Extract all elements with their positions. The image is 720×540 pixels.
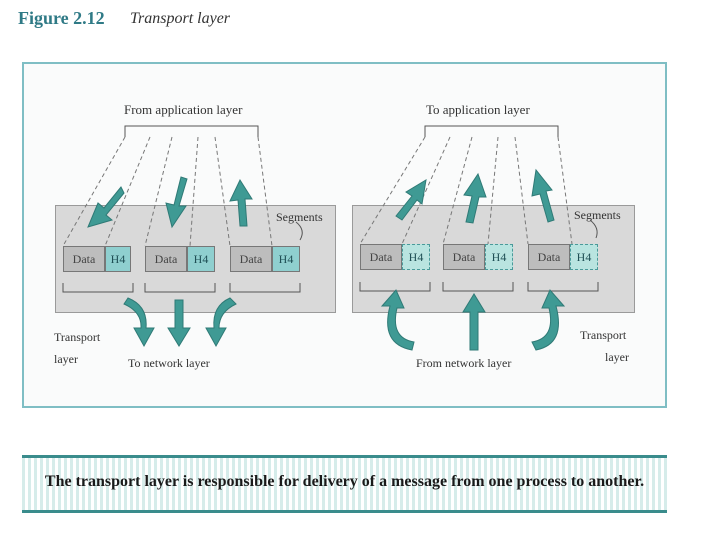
right-seg1-data: Data [360, 244, 402, 270]
left-seg3-bracket [229, 283, 301, 293]
right-segments-leader [589, 219, 598, 239]
right-net-arrow-1 [380, 289, 415, 351]
left-bottom-label: To network layer [128, 356, 210, 370]
right-guide-3 [442, 136, 473, 245]
right-seg3-header: H4 [570, 244, 598, 270]
right-up-arrow-3 [531, 168, 555, 223]
right-net-arrow-3 [531, 289, 566, 351]
left-guide-5 [214, 136, 231, 247]
left-side-label-line1: Transport [54, 330, 101, 344]
left-top-bracket [124, 125, 259, 137]
right-top-bracket [424, 125, 559, 137]
left-up-arrow-3 [229, 178, 253, 227]
left-seg2-bracket [144, 283, 216, 293]
right-seg1-header: H4 [402, 244, 430, 270]
left-seg2-header: H4 [187, 246, 215, 272]
left-seg3-data: Data [230, 246, 272, 272]
left-guide-2 [104, 136, 151, 247]
left-guide-1 [62, 136, 126, 247]
right-guide-6 [557, 136, 573, 245]
left-guide-3 [144, 136, 173, 247]
caption-text: The transport layer is responsible for d… [44, 473, 645, 490]
left-guide-4 [189, 136, 199, 247]
right-seg3-data: Data [528, 244, 570, 270]
right-seg2-bracket [442, 282, 514, 292]
right-net-arrow-2 [462, 293, 486, 351]
figure-title: Transport layer [130, 10, 231, 27]
right-bottom-label: From network layer [416, 356, 512, 370]
right-guide-2 [401, 136, 451, 245]
left-seg1-data: Data [63, 246, 105, 272]
left-net-arrow-2 [167, 299, 191, 347]
right-seg3-bracket [527, 282, 599, 292]
right-seg1-bracket [359, 282, 431, 292]
left-seg2-data: Data [145, 246, 187, 272]
figure-number: Figure 2.12 [18, 8, 105, 28]
right-seg2-data: Data [443, 244, 485, 270]
right-seg2-header: H4 [485, 244, 513, 270]
left-net-arrow-1 [123, 297, 155, 348]
right-guide-4 [487, 136, 499, 245]
left-seg1-header: H4 [105, 246, 131, 272]
right-up-arrow-2 [463, 172, 487, 224]
right-guide-5 [514, 136, 529, 245]
left-segments-leader [295, 221, 303, 241]
right-top-label: To application layer [426, 102, 530, 117]
left-side-label-line2: layer [54, 352, 78, 366]
left-down-arrow-2 [165, 176, 188, 229]
left-down-arrow-1 [87, 186, 125, 228]
caption-banner: The transport layer is responsible for d… [22, 455, 667, 513]
left-top-label: From application layer [124, 102, 243, 117]
left-segments-label: Segments [276, 210, 323, 224]
left-guide-6 [257, 136, 273, 247]
right-segments-label: Segments [574, 208, 621, 222]
right-up-arrow-1 [395, 179, 427, 221]
right-side-label-line1: Transport [580, 328, 627, 342]
right-side-label-line2: layer [605, 350, 629, 364]
left-seg3-header: H4 [272, 246, 300, 272]
left-seg1-bracket [62, 283, 134, 293]
left-net-arrow-3 [205, 297, 237, 348]
